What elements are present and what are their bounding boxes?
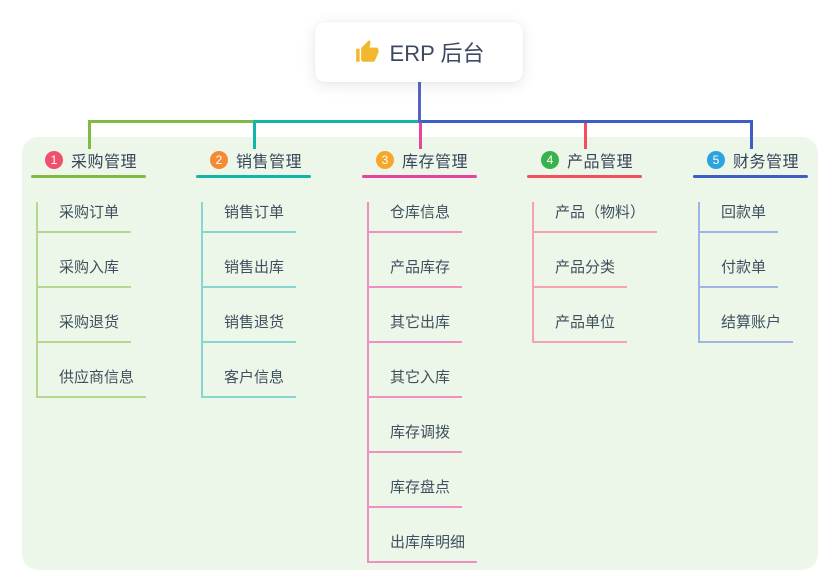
connector-drop-2 bbox=[252, 123, 256, 149]
branch-5-index-badge: 5 bbox=[707, 150, 725, 169]
branch-2-child-3[interactable]: 销售退货 bbox=[203, 312, 297, 343]
branch-3-children: 仓库信息产品库存其它出库其它入库库存调拨库存盘点出库库明细 bbox=[367, 202, 478, 563]
branch-1: 1 采购管理采购订单采购入库采购退货供应商信息 bbox=[31, 146, 147, 398]
connector-horizontal-left-1 bbox=[87, 120, 256, 123]
branch-2-child-4[interactable]: 客户信息 bbox=[203, 367, 297, 398]
branch-2-children: 销售订单销售出库销售退货客户信息 bbox=[201, 202, 297, 398]
branch-1-children: 采购订单采购入库采购退货供应商信息 bbox=[36, 202, 147, 398]
connector-horizontal-right bbox=[418, 120, 753, 123]
branch-1-label: 采购管理 bbox=[71, 153, 138, 171]
branch-2-label: 销售管理 bbox=[236, 153, 303, 171]
branch-2-child-2[interactable]: 销售出库 bbox=[203, 257, 297, 288]
branch-4-child-2[interactable]: 产品分类 bbox=[534, 257, 628, 288]
connector-drop-4 bbox=[583, 123, 587, 149]
branch-3-child-3[interactable]: 其它出库 bbox=[369, 312, 463, 343]
branch-3-underline bbox=[362, 175, 477, 178]
connector-drop-1 bbox=[87, 123, 91, 149]
thumbs-up-icon bbox=[355, 40, 378, 62]
branch-2-child-1[interactable]: 销售订单 bbox=[203, 202, 297, 233]
branch-5: 5 财务管理回款单付款单结算账户 bbox=[693, 146, 808, 343]
root-node[interactable]: ERP 后台 bbox=[315, 22, 523, 82]
branch-3-label: 库存管理 bbox=[402, 153, 469, 171]
branch-5-node[interactable]: 5 财务管理 bbox=[693, 146, 808, 173]
branch-5-underline bbox=[693, 175, 808, 178]
branch-1-index-badge: 1 bbox=[45, 150, 63, 169]
branch-4-child-1[interactable]: 产品（物料） bbox=[534, 202, 658, 233]
branch-1-child-4[interactable]: 供应商信息 bbox=[38, 367, 147, 398]
branch-5-child-1[interactable]: 回款单 bbox=[700, 202, 779, 233]
connector-drop-3 bbox=[418, 123, 422, 149]
branch-5-children: 回款单付款单结算账户 bbox=[698, 202, 794, 343]
branch-4-children: 产品（物料） 产品分类产品单位 bbox=[532, 202, 658, 343]
connector-horizontal-left-2 bbox=[252, 120, 422, 123]
branch-3-node[interactable]: 3 库存管理 bbox=[362, 146, 477, 173]
branch-2-node[interactable]: 2 销售管理 bbox=[196, 146, 311, 173]
branch-4-index-badge: 4 bbox=[541, 150, 559, 169]
branch-4-underline bbox=[527, 175, 642, 178]
branch-1-child-1[interactable]: 采购订单 bbox=[38, 202, 132, 233]
root-node-label: ERP 后台 bbox=[389, 41, 485, 66]
branch-4-node[interactable]: 4 产品管理 bbox=[527, 146, 657, 173]
branch-5-label: 财务管理 bbox=[733, 153, 800, 171]
branch-2: 2 销售管理销售订单销售出库销售退货客户信息 bbox=[196, 146, 311, 398]
branch-3-child-6[interactable]: 库存盘点 bbox=[369, 477, 463, 508]
branch-1-node[interactable]: 1 采购管理 bbox=[31, 146, 146, 173]
branches-panel-background bbox=[22, 137, 818, 570]
branch-4-child-3[interactable]: 产品单位 bbox=[534, 312, 628, 343]
branch-1-child-2[interactable]: 采购入库 bbox=[38, 257, 132, 288]
branch-5-child-3[interactable]: 结算账户 bbox=[700, 312, 794, 343]
connector-drop-5 bbox=[749, 123, 753, 149]
branch-4-label: 产品管理 bbox=[567, 153, 634, 171]
branch-4: 4 产品管理产品（物料） 产品分类产品单位 bbox=[527, 146, 658, 343]
branch-3: 3 库存管理仓库信息产品库存其它出库其它入库库存调拨库存盘点出库库明细 bbox=[362, 146, 478, 563]
branch-3-child-7[interactable]: 出库库明细 bbox=[369, 532, 478, 563]
branch-5-child-2[interactable]: 付款单 bbox=[700, 257, 779, 288]
root-trunk-line bbox=[417, 82, 421, 123]
branch-1-underline bbox=[31, 175, 146, 178]
branch-3-child-2[interactable]: 产品库存 bbox=[369, 257, 463, 288]
branch-2-index-badge: 2 bbox=[210, 150, 228, 169]
branch-1-child-3[interactable]: 采购退货 bbox=[38, 312, 132, 343]
branch-2-underline bbox=[196, 175, 311, 178]
branch-3-child-5[interactable]: 库存调拨 bbox=[369, 422, 463, 453]
branch-3-child-1[interactable]: 仓库信息 bbox=[369, 202, 463, 233]
branch-3-child-4[interactable]: 其它入库 bbox=[369, 367, 463, 398]
branch-3-index-badge: 3 bbox=[376, 150, 394, 169]
